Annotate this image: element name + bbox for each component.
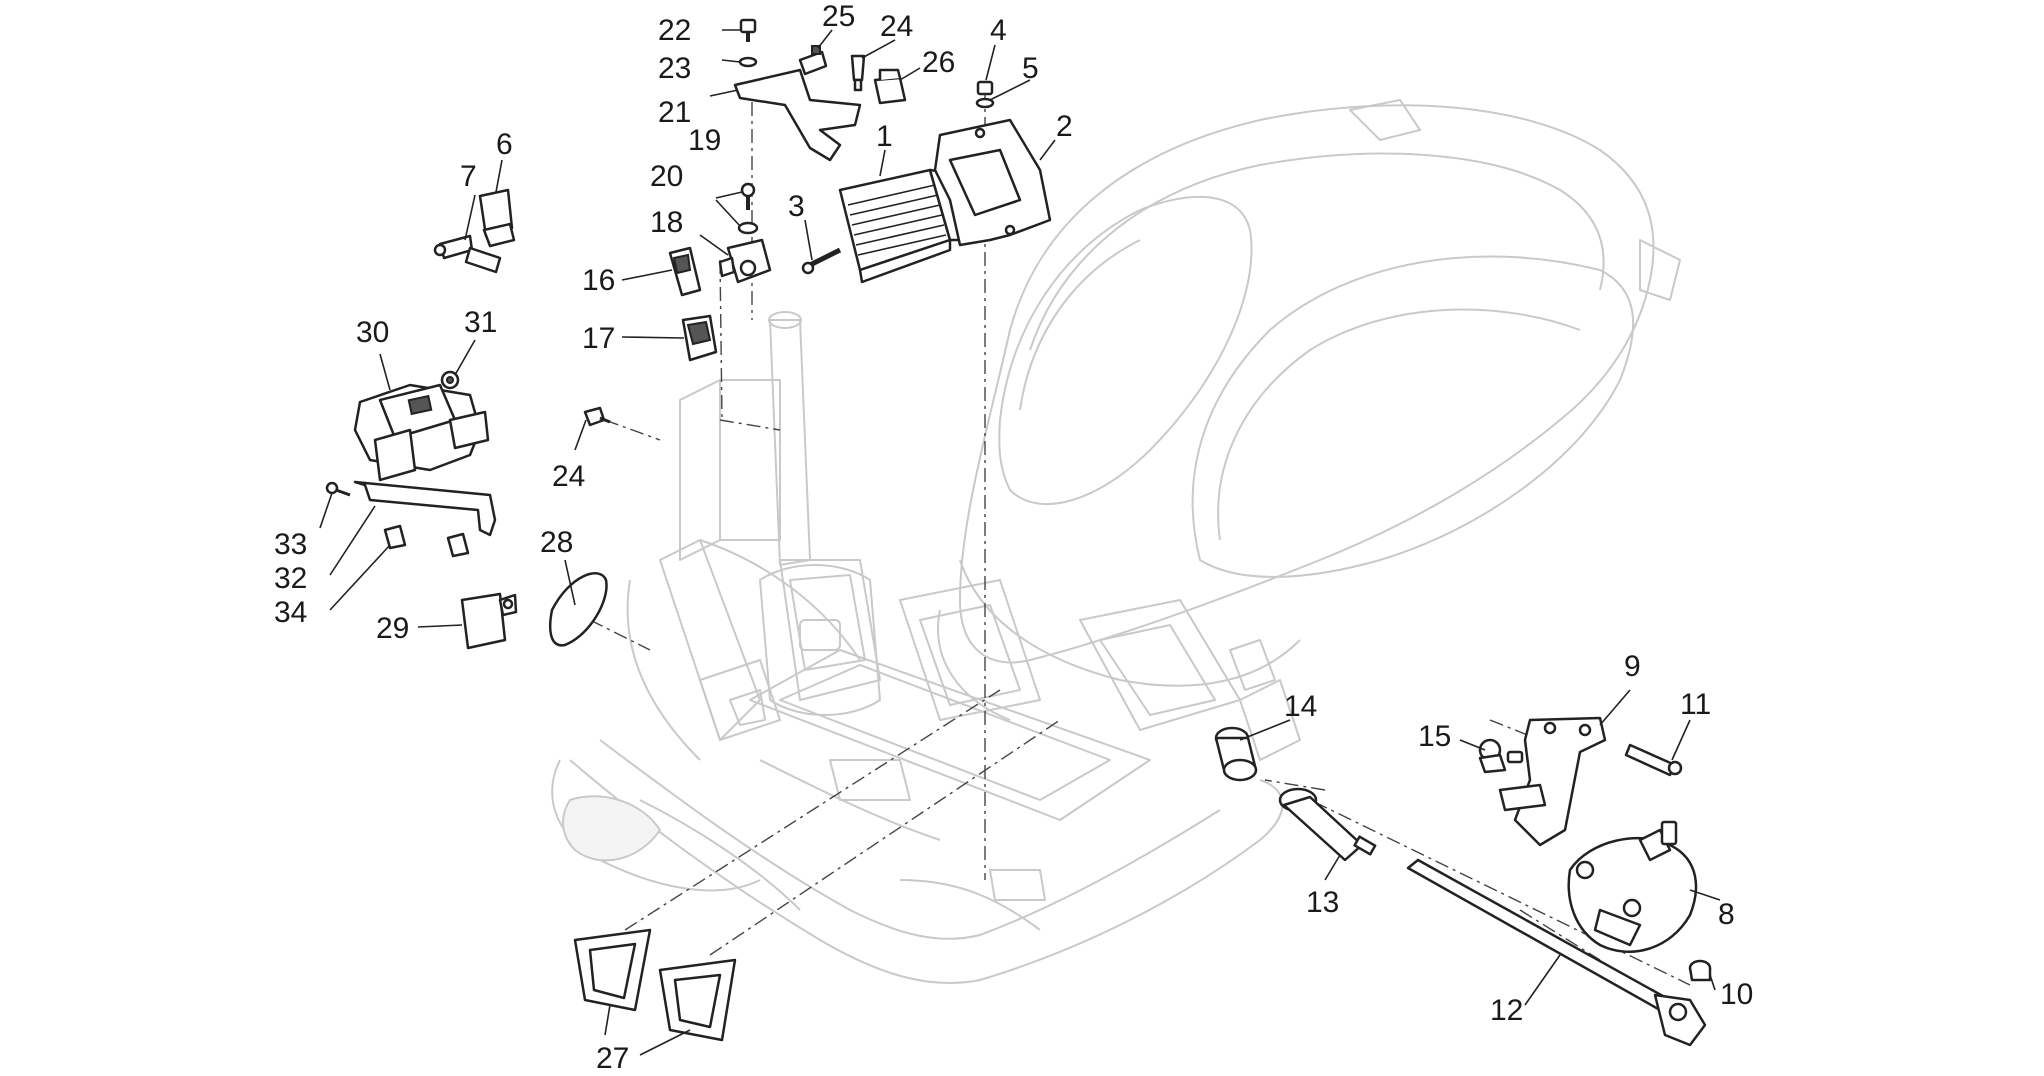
callout-5: 5 <box>1022 52 1039 85</box>
callout-23: 23 <box>658 52 691 85</box>
callout-11: 11 <box>1680 688 1711 721</box>
gasket-27-right <box>658 958 737 1042</box>
callout-19: 19 <box>688 124 721 157</box>
callout-18: 18 <box>650 206 683 239</box>
callout-24-left: 24 <box>552 460 585 493</box>
pin-24-left <box>583 406 611 427</box>
sensor-18 <box>718 238 772 284</box>
callout-16: 16 <box>582 264 615 297</box>
callout-12: 12 <box>1490 994 1523 1027</box>
callout-21: 21 <box>658 96 691 129</box>
relay-16 <box>668 246 702 297</box>
bracket-9 <box>1498 716 1607 847</box>
clamp-15 <box>1478 738 1524 774</box>
callout-17: 17 <box>582 322 615 355</box>
clip-26 <box>873 68 907 105</box>
control-unit-30 <box>353 383 490 482</box>
callout-13: 13 <box>1306 886 1339 919</box>
washer-5 <box>975 97 995 109</box>
voltage-regulator <box>838 168 962 284</box>
leader-lines <box>319 29 1721 1056</box>
callout-31: 31 <box>464 306 497 339</box>
bushing-14 <box>1214 726 1258 782</box>
callout-30: 30 <box>356 316 389 349</box>
rubber-pad-34 <box>383 524 470 558</box>
callout-6: 6 <box>496 128 513 161</box>
callout-9: 9 <box>1624 650 1641 683</box>
callout-28: 28 <box>540 526 573 559</box>
callout-24-top: 24 <box>880 10 913 43</box>
callout-labels: 22 23 21 25 24 26 4 5 2 1 19 20 3 18 16 … <box>274 0 1753 1075</box>
screw-4 <box>976 80 994 96</box>
mounting-bracket-21 <box>733 68 862 162</box>
callout-29: 29 <box>376 612 409 645</box>
callout-10: 10 <box>1720 978 1753 1011</box>
sensor-6 <box>478 188 516 248</box>
callout-32: 32 <box>274 562 307 595</box>
callout-33: 33 <box>274 528 307 561</box>
callout-8: 8 <box>1718 898 1735 931</box>
sensor-housing-8 <box>1567 820 1698 953</box>
linkage-13 <box>1278 787 1377 862</box>
callout-25: 25 <box>822 0 855 33</box>
bracket-29 <box>460 592 518 650</box>
sensor-7 <box>433 234 502 274</box>
callout-7: 7 <box>460 160 477 193</box>
bracket-32 <box>353 480 497 537</box>
washer-20 <box>737 221 759 235</box>
grommet-17 <box>681 314 718 362</box>
bolt-22 <box>739 18 757 42</box>
plate-28 <box>548 572 608 647</box>
scooter-frame-outline <box>551 99 1681 985</box>
callout-20: 20 <box>650 160 683 193</box>
callout-3: 3 <box>788 190 805 223</box>
assembly-lines <box>589 90 1691 986</box>
washer-23 <box>738 56 758 68</box>
gasket-27-left <box>573 928 652 1012</box>
nut-31 <box>440 370 460 390</box>
callout-4: 4 <box>990 14 1007 47</box>
callout-22: 22 <box>658 14 691 47</box>
callout-34: 34 <box>274 596 307 629</box>
pin-24-top <box>850 54 866 92</box>
callout-14: 14 <box>1284 690 1317 723</box>
clip-25 <box>798 45 828 76</box>
callout-1: 1 <box>876 120 893 153</box>
callout-27: 27 <box>596 1042 629 1075</box>
callout-2: 2 <box>1056 110 1073 143</box>
callout-15: 15 <box>1418 720 1451 753</box>
screw-33 <box>325 481 351 497</box>
screw-3 <box>801 247 842 275</box>
bolt-11 <box>1624 743 1683 777</box>
regulator-bracket <box>933 118 1052 247</box>
callout-26: 26 <box>922 46 955 79</box>
nut-10 <box>1688 959 1712 982</box>
screw-19 <box>740 182 756 210</box>
rod-12 <box>1406 858 1707 1047</box>
